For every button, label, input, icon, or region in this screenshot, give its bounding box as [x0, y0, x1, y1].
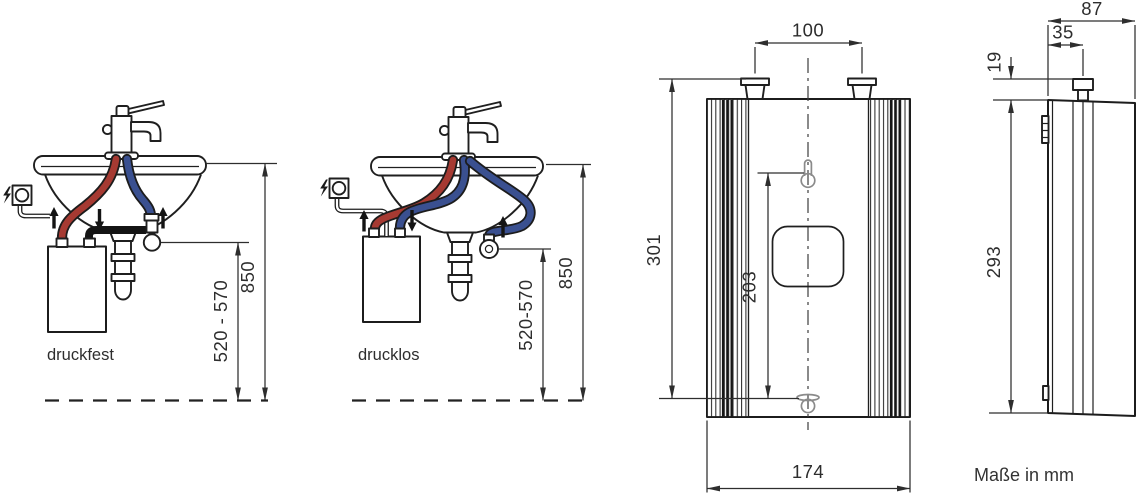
cold-water-hose: [394, 154, 470, 233]
power-outlet-icon: [2, 184, 33, 206]
front-view: 100 301 203 174: [643, 20, 911, 493]
dimension-label: 203: [739, 271, 760, 303]
pipe-connection: [1072, 78, 1094, 102]
water-connection-stub: [83, 237, 96, 248]
dimension-label: 520-570: [515, 279, 536, 350]
water-connection-stub: [368, 227, 380, 238]
pipe-connection: [740, 77, 770, 100]
dimension-label: 850: [237, 261, 258, 293]
dimension-overall-depth: 87: [1047, 0, 1136, 99]
angle-valve: [142, 213, 162, 252]
power-outlet-icon: [319, 177, 350, 199]
dimension-mounting-distance: 203: [739, 172, 804, 399]
dimension-label: 293: [983, 246, 1004, 278]
power-cable: [17, 205, 50, 219]
diagram-caption: druckfest: [47, 346, 114, 364]
dimension-overall-width: 174: [706, 420, 911, 493]
dimension-label: 87: [1081, 0, 1103, 19]
wall-bracket-clip: [1041, 115, 1050, 144]
dimension-total-height: 850: [206, 162, 277, 401]
side-profile-lines: [1051, 100, 1094, 415]
dimension-label: 35: [1052, 22, 1074, 43]
diagram-caption: drucklos: [358, 346, 419, 364]
dimension-label: 850: [555, 257, 576, 289]
water-connection-stub: [394, 227, 406, 238]
mounting-keyhole-top: [800, 159, 816, 189]
device-body-side: [1047, 99, 1136, 417]
dimension-connection-spacing: 100: [754, 20, 863, 74]
units-note: Maße in mm: [974, 465, 1074, 485]
mounting-keyhole-bottom: [796, 393, 820, 414]
pipe-connection: [847, 77, 877, 100]
water-heater-unit: [362, 235, 421, 323]
cold-water-hose: [121, 153, 157, 223]
side-view: 87 35 19 293: [983, 0, 1136, 417]
dimension-label: 174: [792, 461, 824, 482]
hot-water-hose: [56, 153, 122, 244]
dimension-overall-height: 301: [643, 78, 799, 400]
dimension-label: 19: [984, 51, 1005, 73]
control-window: [771, 225, 845, 288]
dimension-install-height: 520-570: [499, 248, 551, 401]
dimension-install-height: 520 - 570: [161, 241, 249, 401]
water-heater-unit: [47, 245, 107, 333]
dimension-label: 100: [792, 20, 824, 41]
dimension-body-height: 293: [983, 99, 1047, 414]
bottom-tab: [1042, 385, 1050, 401]
dimension-connection-height: 19: [984, 51, 1073, 101]
dimension-label: 301: [643, 234, 664, 266]
angle-valve: [479, 233, 499, 259]
druckfest-diagram: druckfest 520 - 570 850: [2, 100, 277, 402]
dimension-connection-offset: 35: [1047, 22, 1084, 76]
water-connection-stub: [55, 237, 69, 248]
dimension-total-height: 850: [546, 163, 591, 401]
outlet-pipe: [85, 226, 146, 245]
flow-arrow-up-icon: [49, 207, 59, 229]
dimension-label: 520 - 570: [210, 280, 231, 363]
side-rib-fins: [707, 99, 910, 417]
drucklos-diagram: drucklos 520-570 850: [319, 101, 592, 402]
